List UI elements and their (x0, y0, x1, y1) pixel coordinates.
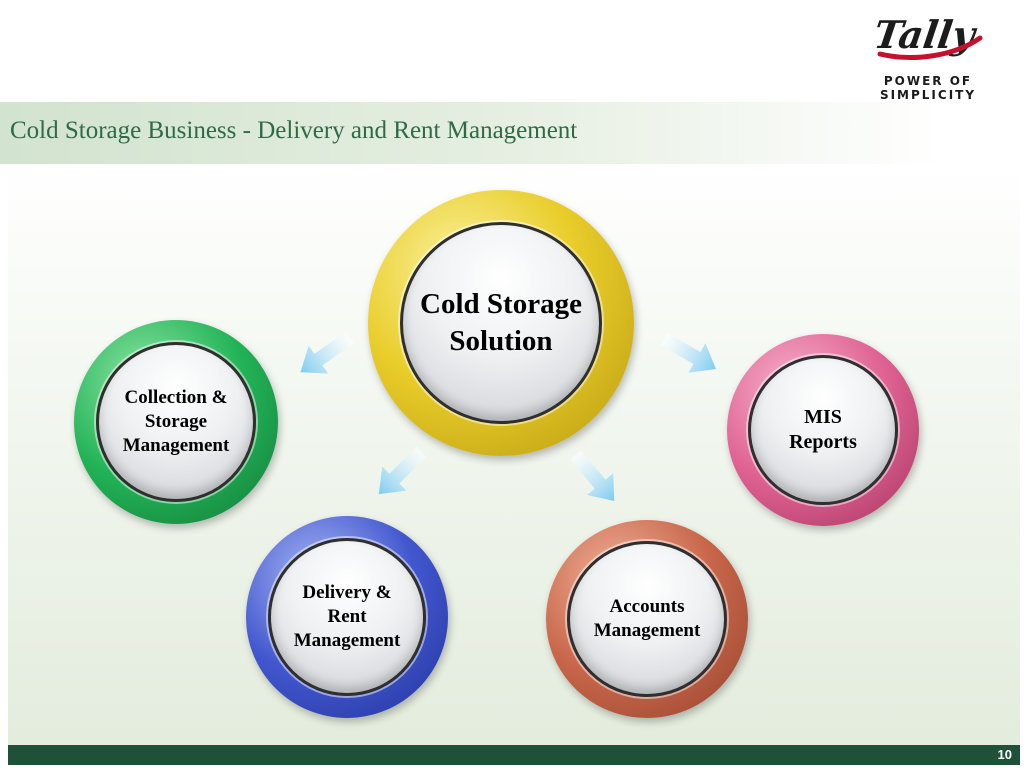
collection-storage-node: Collection & Storage Management (74, 320, 278, 524)
center-node-face: Cold Storage Solution (400, 222, 602, 424)
footer-bar: 10 (8, 745, 1020, 765)
arrow-to-mis-icon (660, 332, 716, 373)
tally-logo: Tally POWER OF SIMPLICITY (838, 8, 1018, 102)
delivery-node-label: Delivery & Rent Management (293, 582, 401, 651)
arrow-to-collection-icon (300, 332, 354, 374)
slide-title: Cold Storage Business - Delivery and Ren… (10, 117, 578, 144)
delivery-node-face: Delivery & Rent Management (268, 538, 426, 696)
collection-node-label: Collection & Storage Management (122, 387, 230, 456)
arrow-to-accounts-icon (570, 450, 615, 501)
mis-node-label: MIS Reports (789, 406, 857, 453)
tally-wordmark-icon: Tally (874, 13, 983, 60)
svg-text:Tally: Tally (874, 13, 980, 58)
logo-tagline: POWER OF SIMPLICITY (879, 74, 977, 102)
page-number: 10 (997, 747, 1012, 762)
accounts-node-face: Accounts Management (567, 541, 727, 697)
delivery-rent-node: Delivery & Rent Management (246, 516, 448, 718)
accounts-node-label: Accounts Management (593, 596, 701, 641)
accounts-management-node: Accounts Management (546, 520, 748, 718)
mis-reports-node: MIS Reports (727, 334, 919, 526)
center-node-label: Cold Storage Solution (420, 287, 582, 357)
mis-node-face: MIS Reports (748, 355, 898, 505)
title-band: Cold Storage Business - Delivery and Ren… (0, 102, 945, 164)
arrow-to-delivery-icon (378, 446, 427, 495)
collection-node-face: Collection & Storage Management (96, 342, 256, 502)
cold-storage-solution-node: Cold Storage Solution (368, 190, 634, 456)
